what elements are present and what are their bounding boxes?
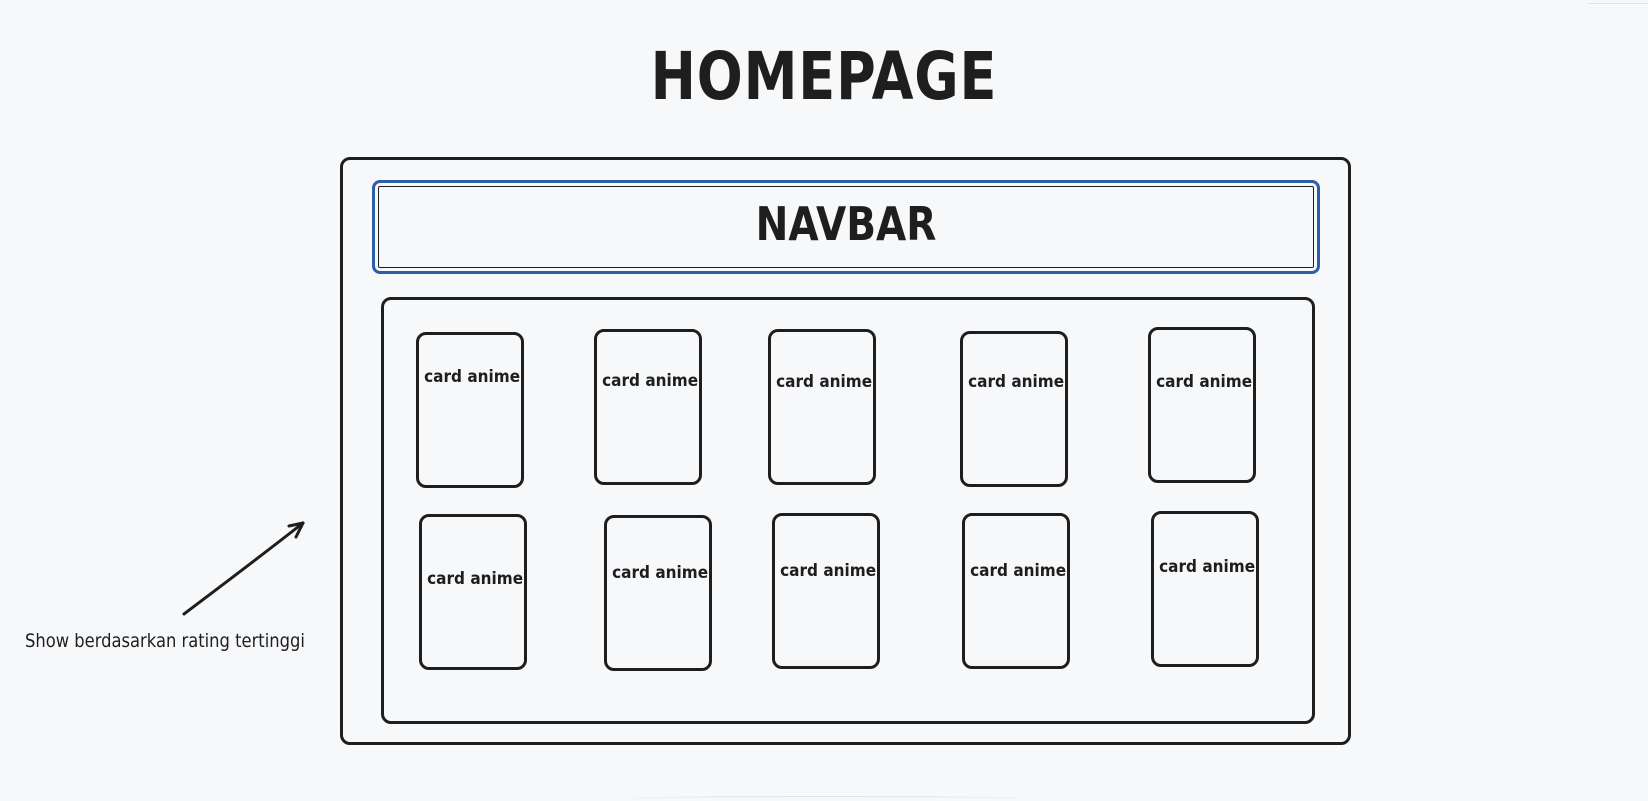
anime-card: card anime <box>772 513 880 669</box>
homepage-frame <box>340 157 1351 745</box>
anime-card: card anime <box>419 514 527 670</box>
card-label: card anime <box>1156 372 1253 392</box>
canvas-edge-hint <box>630 796 1020 801</box>
anime-card: card anime <box>960 331 1068 487</box>
card-label: card anime <box>424 367 521 387</box>
navbar-box: NAVBAR <box>372 180 1320 274</box>
content-area <box>381 297 1315 724</box>
anime-card: card anime <box>604 515 712 671</box>
anime-card: card anime <box>594 329 702 485</box>
card-label: card anime <box>776 372 873 392</box>
anime-card: card anime <box>768 329 876 485</box>
card-label: card anime <box>612 563 709 583</box>
canvas-corner-hint <box>1588 0 1648 4</box>
anime-card: card anime <box>416 332 524 488</box>
navbar-label: NAVBAR <box>755 197 937 251</box>
card-label: card anime <box>968 372 1065 392</box>
annotation-note: Show berdasarkan rating tertinggi <box>25 630 305 652</box>
card-label: card anime <box>602 371 699 391</box>
card-label: card anime <box>427 569 524 589</box>
card-label: card anime <box>970 561 1067 581</box>
card-label: card anime <box>1159 557 1256 577</box>
anime-card: card anime <box>1148 327 1256 483</box>
card-label: card anime <box>780 561 877 581</box>
page-title: HOMEPAGE <box>650 38 998 115</box>
anime-card: card anime <box>962 513 1070 669</box>
anime-card: card anime <box>1151 511 1259 667</box>
annotation-arrow-icon <box>182 521 305 616</box>
